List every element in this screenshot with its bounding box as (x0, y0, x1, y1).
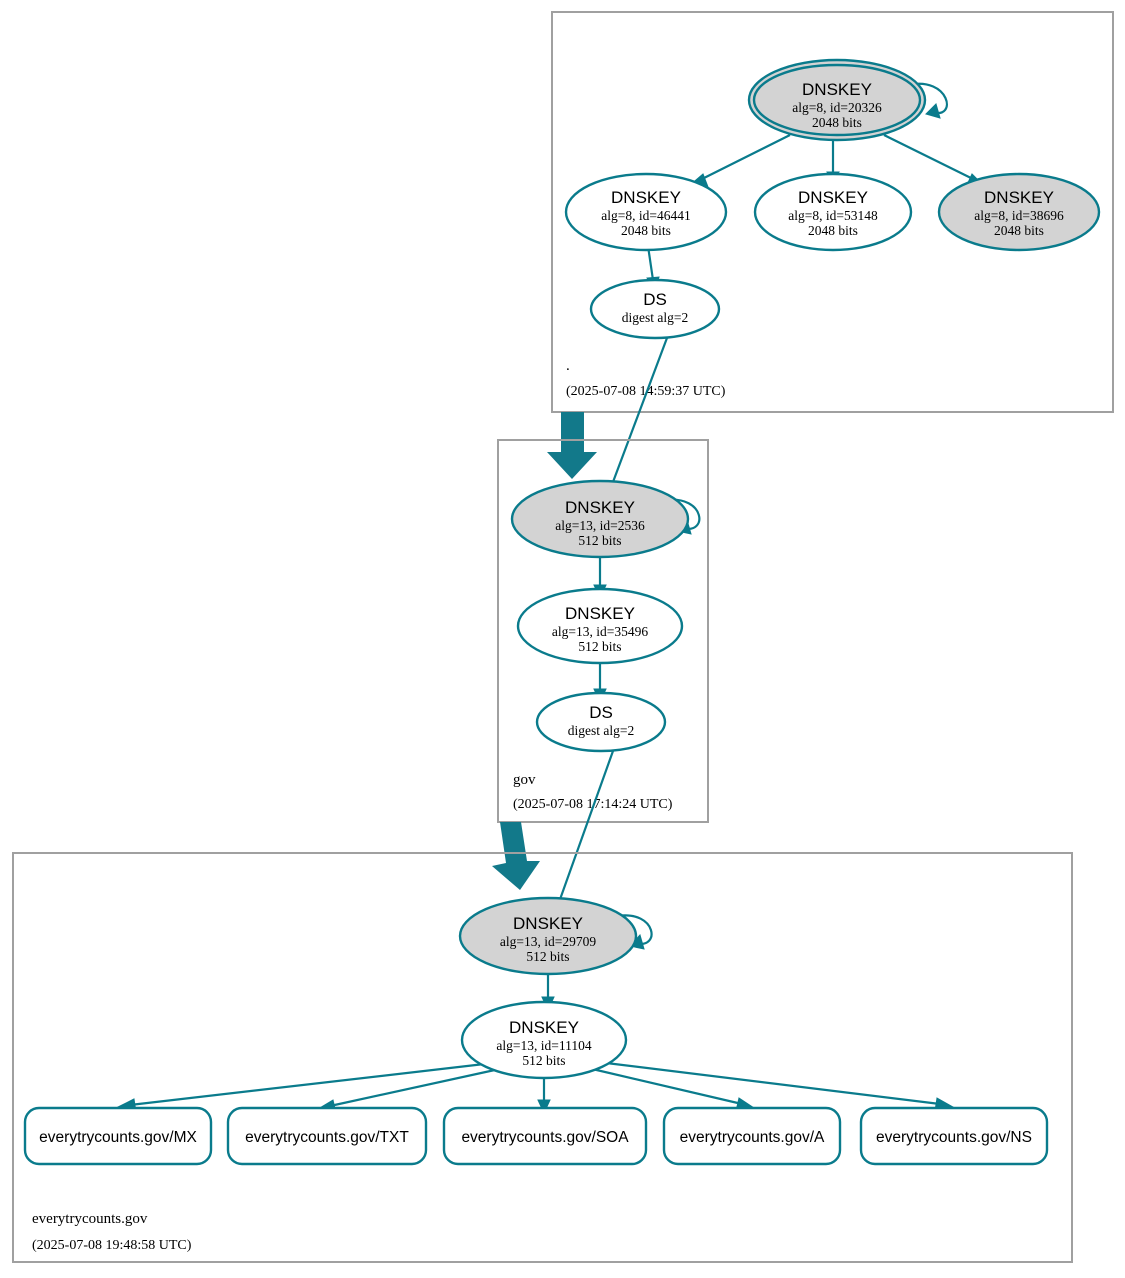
node-etc-ksk-detail: alg=13, id=29709 (500, 934, 596, 949)
node-root-ksk-type: DNSKEY (802, 80, 872, 99)
zone-delegation-arrow-root-to-gov-shape (547, 412, 597, 479)
node-etc-zsk-type: DNSKEY (509, 1018, 579, 1037)
edge-etc-zsk-to-ns (597, 1060, 941, 1106)
node-root-zsk-38696-detail: alg=8, id=38696 (974, 208, 1064, 223)
zone-gov: DNSKEY alg=13, id=2536 512 bits DNSKEY a… (497, 439, 709, 823)
rrset-node-mx-label: everytrycounts.gov/MX (39, 1129, 197, 1146)
edge-etc-zsk-to-a (587, 1066, 743, 1106)
zone-everytrycounts-timestamp: (2025-07-08 19:48:58 UTC) (32, 1238, 192, 1253)
node-root-ksk-detail: alg=8, id=20326 (792, 100, 882, 115)
node-gov-ksk-type: DNSKEY (565, 498, 635, 517)
node-etc-ksk-ellipse (458, 896, 638, 976)
node-root-ds-ellipse (589, 278, 721, 340)
zone-delegation-arrow-gov-to-etc (492, 822, 540, 890)
node-etc-ksk[interactable]: DNSKEY alg=13, id=29709 512 bits (458, 896, 638, 976)
rrset-node-soa-label: everytrycounts.gov/SOA (461, 1129, 629, 1146)
zone-root: DNSKEY alg=8, id=20326 2048 bits DNSKEY … (551, 11, 1114, 413)
node-root-zsk-46441[interactable]: DNSKEY alg=8, id=46441 2048 bits (564, 172, 728, 252)
node-root-zsk-38696-ellipse (937, 172, 1101, 252)
edge-etc-zsk-to-soa-arrowhead (537, 1099, 551, 1115)
edge-root-ksk-to-38696 (883, 134, 976, 181)
rrset-node-a-box (662, 1106, 842, 1166)
node-gov-ksk-detail: alg=13, id=2536 (555, 518, 645, 533)
node-gov-zsk[interactable]: DNSKEY alg=13, id=35496 512 bits (516, 587, 684, 665)
rrset-node-ns-box (859, 1106, 1049, 1166)
edge-root-ksk-self-arrowhead (925, 103, 941, 119)
zone-root-label: . (566, 358, 570, 374)
zone-delegation-arrow-gov-to-etc-shape (492, 822, 540, 890)
node-gov-ds-type: DS (589, 703, 613, 722)
node-etc-zsk-bits: 512 bits (522, 1053, 565, 1068)
node-root-ds-type: DS (643, 290, 667, 309)
edge-etc-zsk-to-mx (129, 1061, 494, 1107)
node-root-zsk-38696-type: DNSKEY (984, 188, 1054, 207)
node-root-zsk-53148-ellipse (753, 172, 913, 252)
rrset-node-txt-label: everytrycounts.gov/TXT (245, 1129, 409, 1146)
node-root-zsk-46441-ellipse (564, 172, 728, 252)
node-gov-ksk-bits: 512 bits (578, 533, 621, 548)
node-root-zsk-53148-type: DNSKEY (798, 188, 868, 207)
node-root-zsk-53148-detail: alg=8, id=53148 (788, 208, 878, 223)
node-root-zsk-46441-type: DNSKEY (611, 188, 681, 207)
node-etc-zsk-detail: alg=13, id=11104 (496, 1038, 591, 1053)
edge-root-ksk-to-46441 (699, 134, 791, 181)
node-gov-zsk-detail: alg=13, id=35496 (552, 624, 648, 639)
node-gov-ksk-ellipse (510, 479, 690, 559)
edge-root-46441-to-ds (646, 245, 655, 281)
node-etc-zsk[interactable]: DNSKEY alg=13, id=11104 512 bits (460, 1000, 628, 1080)
rrset-node-a[interactable]: everytrycounts.gov/A (662, 1106, 842, 1166)
rrset-node-soa[interactable]: everytrycounts.gov/SOA (442, 1106, 648, 1166)
rrset-node-txt[interactable]: everytrycounts.gov/TXT (226, 1106, 428, 1166)
node-root-zsk-46441-detail: alg=8, id=46441 (601, 208, 690, 223)
edge-gov-ds-to-etc-ksk-line (551, 750, 615, 920)
node-root-zsk-53148-bits: 2048 bits (808, 223, 858, 238)
node-root-ksk-bits: 2048 bits (812, 115, 862, 130)
rrset-node-mx[interactable]: everytrycounts.gov/MX (23, 1106, 213, 1166)
node-root-zsk-38696[interactable]: DNSKEY alg=8, id=38696 2048 bits (937, 172, 1101, 252)
node-etc-zsk-ellipse (460, 1000, 628, 1080)
node-root-ds-detail: digest alg=2 (622, 310, 688, 325)
rrset-node-mx-box (23, 1106, 213, 1166)
node-gov-ds-ellipse (535, 691, 667, 753)
node-root-ksk-inner-ellipse (752, 63, 922, 137)
node-gov-ksk[interactable]: DNSKEY alg=13, id=2536 512 bits (510, 479, 690, 559)
node-root-zsk-38696-bits: 2048 bits (994, 223, 1044, 238)
node-root-ksk[interactable]: DNSKEY alg=8, id=20326 2048 bits (747, 58, 927, 142)
zone-everytrycounts: DNSKEY alg=13, id=29709 512 bits DNSKEY … (12, 852, 1073, 1263)
rrset-node-txt-box (226, 1106, 428, 1166)
zone-root-border (551, 11, 1114, 413)
rrset-node-ns[interactable]: everytrycounts.gov/NS (859, 1106, 1049, 1166)
rrset-node-soa-box (442, 1106, 648, 1166)
node-gov-zsk-bits: 512 bits (578, 639, 621, 654)
edge-etc-zsk-to-txt (329, 1066, 505, 1108)
rrset-node-ns-label: everytrycounts.gov/NS (876, 1129, 1032, 1146)
node-etc-ksk-type: DNSKEY (513, 914, 583, 933)
zone-gov-border (497, 439, 709, 823)
node-gov-zsk-ellipse (516, 587, 684, 665)
zone-delegation-arrow-root-to-gov (547, 412, 597, 479)
zone-everytrycounts-label: everytrycounts.gov (32, 1211, 148, 1227)
node-gov-ds-detail: digest alg=2 (568, 723, 634, 738)
zone-gov-label: gov (513, 772, 536, 788)
node-root-zsk-46441-bits: 2048 bits (621, 223, 671, 238)
node-root-ds[interactable]: DS digest alg=2 (589, 278, 721, 340)
node-gov-zsk-type: DNSKEY (565, 604, 635, 623)
rrset-node-a-label: everytrycounts.gov/A (680, 1129, 825, 1146)
node-root-zsk-53148[interactable]: DNSKEY alg=8, id=53148 2048 bits (753, 172, 913, 252)
node-gov-ds[interactable]: DS digest alg=2 (535, 691, 667, 753)
zone-everytrycounts-border (12, 852, 1073, 1263)
node-etc-ksk-bits: 512 bits (526, 949, 569, 964)
edge-root-ds-to-gov-ksk-line (602, 337, 669, 507)
